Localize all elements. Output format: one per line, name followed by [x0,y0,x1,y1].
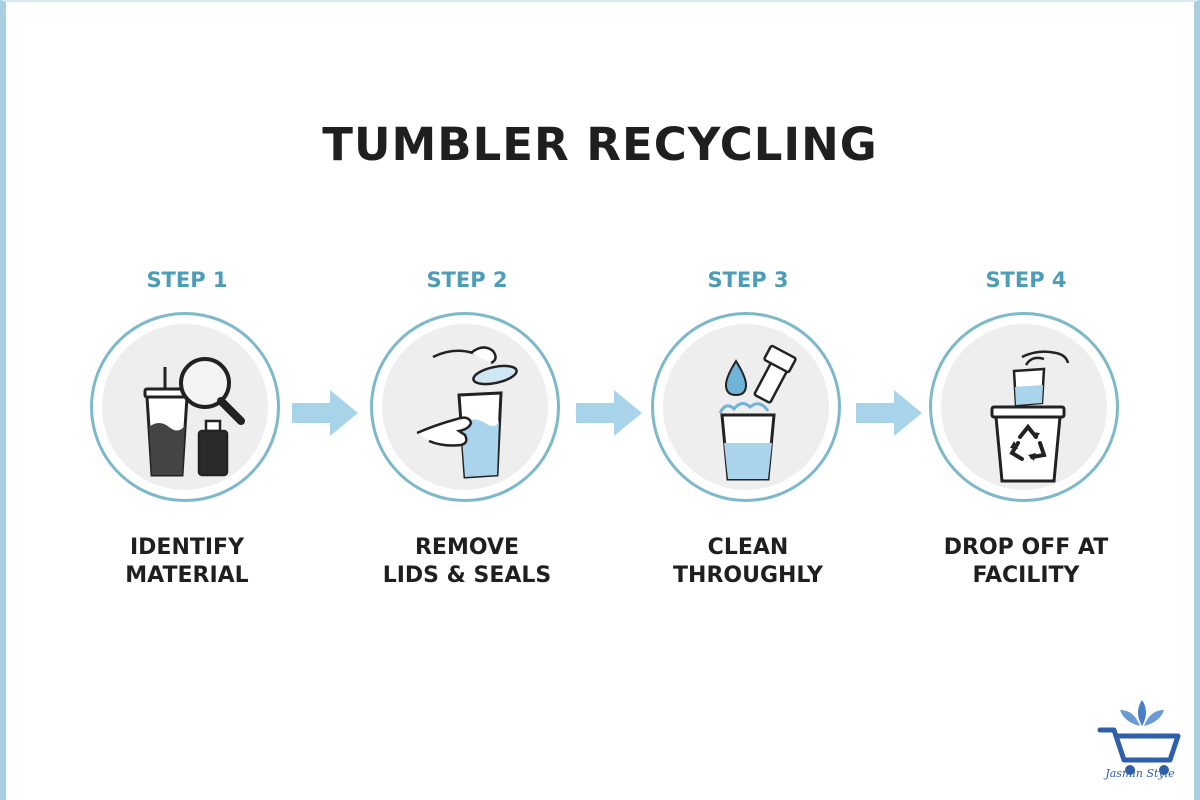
step-caption: IDENTIFY MATERIAL [62,534,312,590]
tumbler-magnifier-icon [143,357,245,477]
step-label: STEP 4 [985,268,1067,292]
shopping-cart-leaf-icon [1097,700,1181,775]
step-circle [370,312,560,502]
step-circle [90,312,280,502]
step-4: STEP 4 DROP OFF AT [921,268,1131,608]
step-label: STEP 1 [146,268,228,292]
page-title: TUMBLER RECYCLING [322,118,878,171]
caption-line: REMOVE [414,535,520,560]
step-3: STEP 3 CLEAN THROUGHLY [643,268,853,608]
caption-line: DROP OFF AT [943,535,1109,560]
step-caption: REMOVE LIDS & SEALS [342,534,592,590]
step-2: STEP 2 REMOVE LIDS & SEALS [362,268,572,608]
logo-text: Jasmin Style [1105,767,1175,780]
caption-line: LIDS & SEALS [382,563,552,588]
remove-lid-icon [416,346,518,479]
step-circle [929,312,1119,502]
arrow-right-icon [856,390,922,436]
caption-line: FACILITY [972,563,1080,588]
caption-line: CLEAN [707,535,789,560]
caption-line: THROUGHLY [673,563,823,588]
step-caption: CLEAN THROUGHLY [623,534,873,590]
step-label: STEP 2 [426,268,508,292]
step-1: STEP 1 IDENTIFY MATERIAL [82,268,292,608]
step-label: STEP 3 [707,268,789,292]
caption-line: MATERIAL [125,563,249,588]
step-circle [651,312,841,502]
arrow-right-icon [292,390,358,436]
caption-line: IDENTIFY [129,535,245,560]
recycle-bin-icon [990,350,1070,483]
step-caption: DROP OFF AT FACILITY [901,534,1151,590]
cleaning-glass-icon [718,344,797,481]
arrow-right-icon [576,390,642,436]
